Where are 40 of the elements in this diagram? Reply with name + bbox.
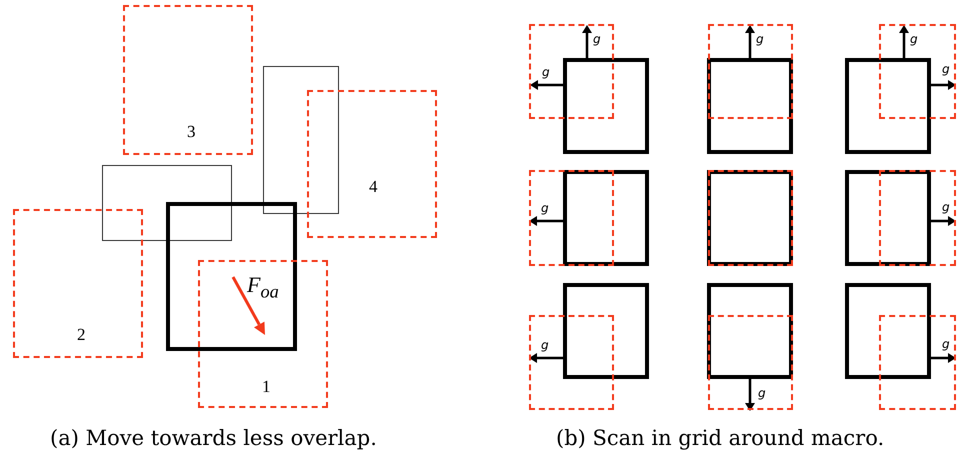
direction-label: g [593,33,601,45]
dashed-box [708,315,793,410]
empty-box [707,283,793,379]
empty-box [166,202,297,351]
dashed-box [529,315,614,410]
subcaption: (a) Move towards less overlap. [50,428,377,449]
direction-label: g [758,387,766,399]
dashed-box [198,260,328,408]
box-number: 3 [187,123,196,140]
force-label: F$_{oa}$ [247,274,279,301]
dashed-box [307,90,437,238]
dashed-box [879,315,956,410]
dashed-box [123,5,253,155]
empty-box [845,58,931,154]
empty-box [563,283,649,379]
direction-label: g [541,202,549,214]
direction-label: g [541,339,549,351]
empty-box [563,170,649,266]
box-number: 2 [77,326,86,343]
empty-box [563,58,649,154]
direction-label: g [942,63,950,75]
direction-label: g [542,66,550,78]
dashed-box [529,170,614,266]
empty-box [707,58,793,154]
direction-label: g [942,201,950,213]
empty-box [845,170,931,266]
empty-box [263,66,339,214]
empty-box [102,165,232,241]
dashed-box [879,24,956,119]
box-number: 4 [369,178,378,195]
dashed-box [529,24,614,119]
dashed-box [879,170,956,266]
dashed-box [708,24,793,119]
empty-box [845,283,931,379]
direction-label: g [756,33,764,45]
direction-label: g [942,338,950,350]
direction-label: g [910,33,918,45]
subcaption: (b) Scan in grid around macro. [556,428,884,449]
box-number: 1 [262,378,270,395]
dashed-box [13,209,143,358]
